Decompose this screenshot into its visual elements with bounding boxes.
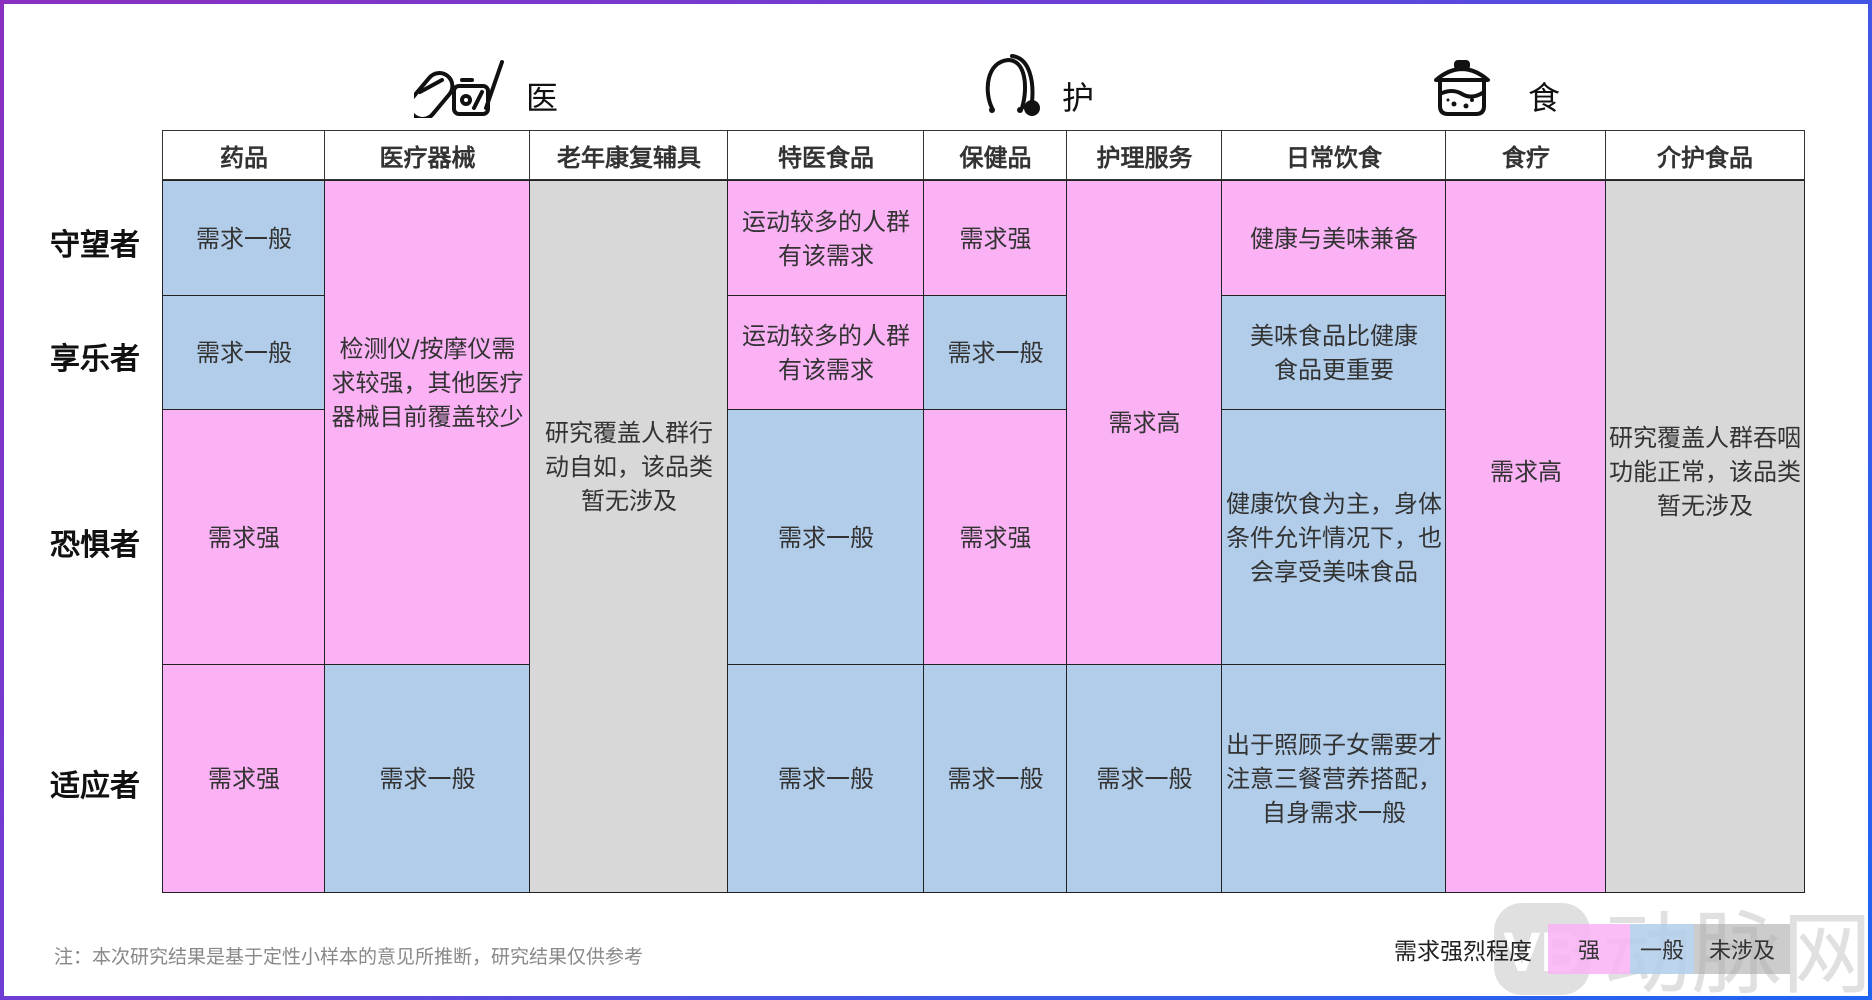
legend: 需求强烈程度 强 一般 未涉及 [1394,924,1790,974]
cooking-pot-icon [1434,60,1490,116]
table-cell: 运动较多的人群有该需求 [727,295,925,411]
column-header: 医疗器械 [324,130,531,180]
table-cell: 美味食品比健康食品更重要 [1221,295,1447,411]
column-header: 日常饮食 [1221,130,1447,180]
table-cell: 检测仪/按摩仪需求较强，其他医疗器械目前覆盖较少 [324,180,531,666]
legend-item-general: 一般 [1630,924,1694,974]
category-label: 护 [1062,79,1095,117]
column-header: 特医食品 [727,130,925,180]
column-header: 保健品 [923,130,1068,180]
chart-canvas: 医 护 食 药品 医疗器械 [4,4,1872,999]
category-food: 食 [1432,46,1560,118]
table-cell: 出于照顾子女需要才注意三餐营养搭配，自身需求一般 [1221,664,1447,893]
table-cell: 需求一般 [162,295,326,411]
table-cell: 需求强 [923,180,1068,297]
category-label: 食 [1528,79,1561,117]
table-cell: 需求强 [162,664,326,893]
legend-item-none: 未涉及 [1694,924,1790,974]
column-header: 药品 [162,130,326,180]
stethoscope-icon [985,54,1040,116]
column-header: 老年康复辅具 [529,130,729,180]
table-cell: 需求高 [1066,180,1223,666]
pill-medicine-icon [414,60,504,118]
column-header: 食疗 [1445,130,1607,180]
table-cell: 需求强 [923,409,1068,666]
footnote: 注：本次研究结果是基于定性小样本的意见所推断，研究结果仅供参考 [54,946,644,968]
table-cell: 需求一般 [324,664,531,893]
table-cell: 研究覆盖人群行动自如，该品类暂无涉及 [529,180,729,893]
row-label: 恐惧者 [50,528,140,563]
row-label: 适应者 [50,769,140,804]
category-medical: 医 [414,46,558,118]
row-label: 享乐者 [50,342,140,377]
row-label: 守望者 [50,228,140,263]
legend-item-strong: 强 [1548,924,1630,974]
table-cell: 需求一般 [923,664,1068,893]
table-cell: 需求一般 [727,409,925,666]
column-header: 护理服务 [1066,130,1223,180]
table-cell: 需求高 [1445,180,1607,893]
category-care: 护 [982,46,1094,118]
legend-title: 需求强烈程度 [1394,939,1532,965]
cell-text: 研究覆盖人群吞咽功能正常，该品类暂无涉及 [1609,423,1801,520]
category-label: 医 [526,79,559,117]
table-cell: 研究覆盖人群吞咽功能正常，该品类暂无涉及 [1605,180,1805,893]
table-cell: 健康与美味兼备 [1221,180,1447,297]
table-cell: 需求一般 [162,180,326,297]
table-cell: 需求一般 [923,295,1068,411]
cell-text: 研究覆盖人群行动自如，该品类暂无涉及 [545,418,713,515]
column-header: 介护食品 [1605,130,1805,180]
table-cell: 运动较多的人群有该需求 [727,180,925,297]
cell-text: 检测仪/按摩仪需求较强，其他医疗器械目前覆盖较少 [331,335,524,431]
table-cell: 健康饮食为主，身体条件允许情况下，也会享受美味食品 [1221,409,1447,666]
table-cell: 需求强 [162,409,326,666]
cell-text: 需求高 [1490,457,1562,486]
table-cell: 需求一般 [727,664,925,893]
table-cell: 需求一般 [1066,664,1223,893]
